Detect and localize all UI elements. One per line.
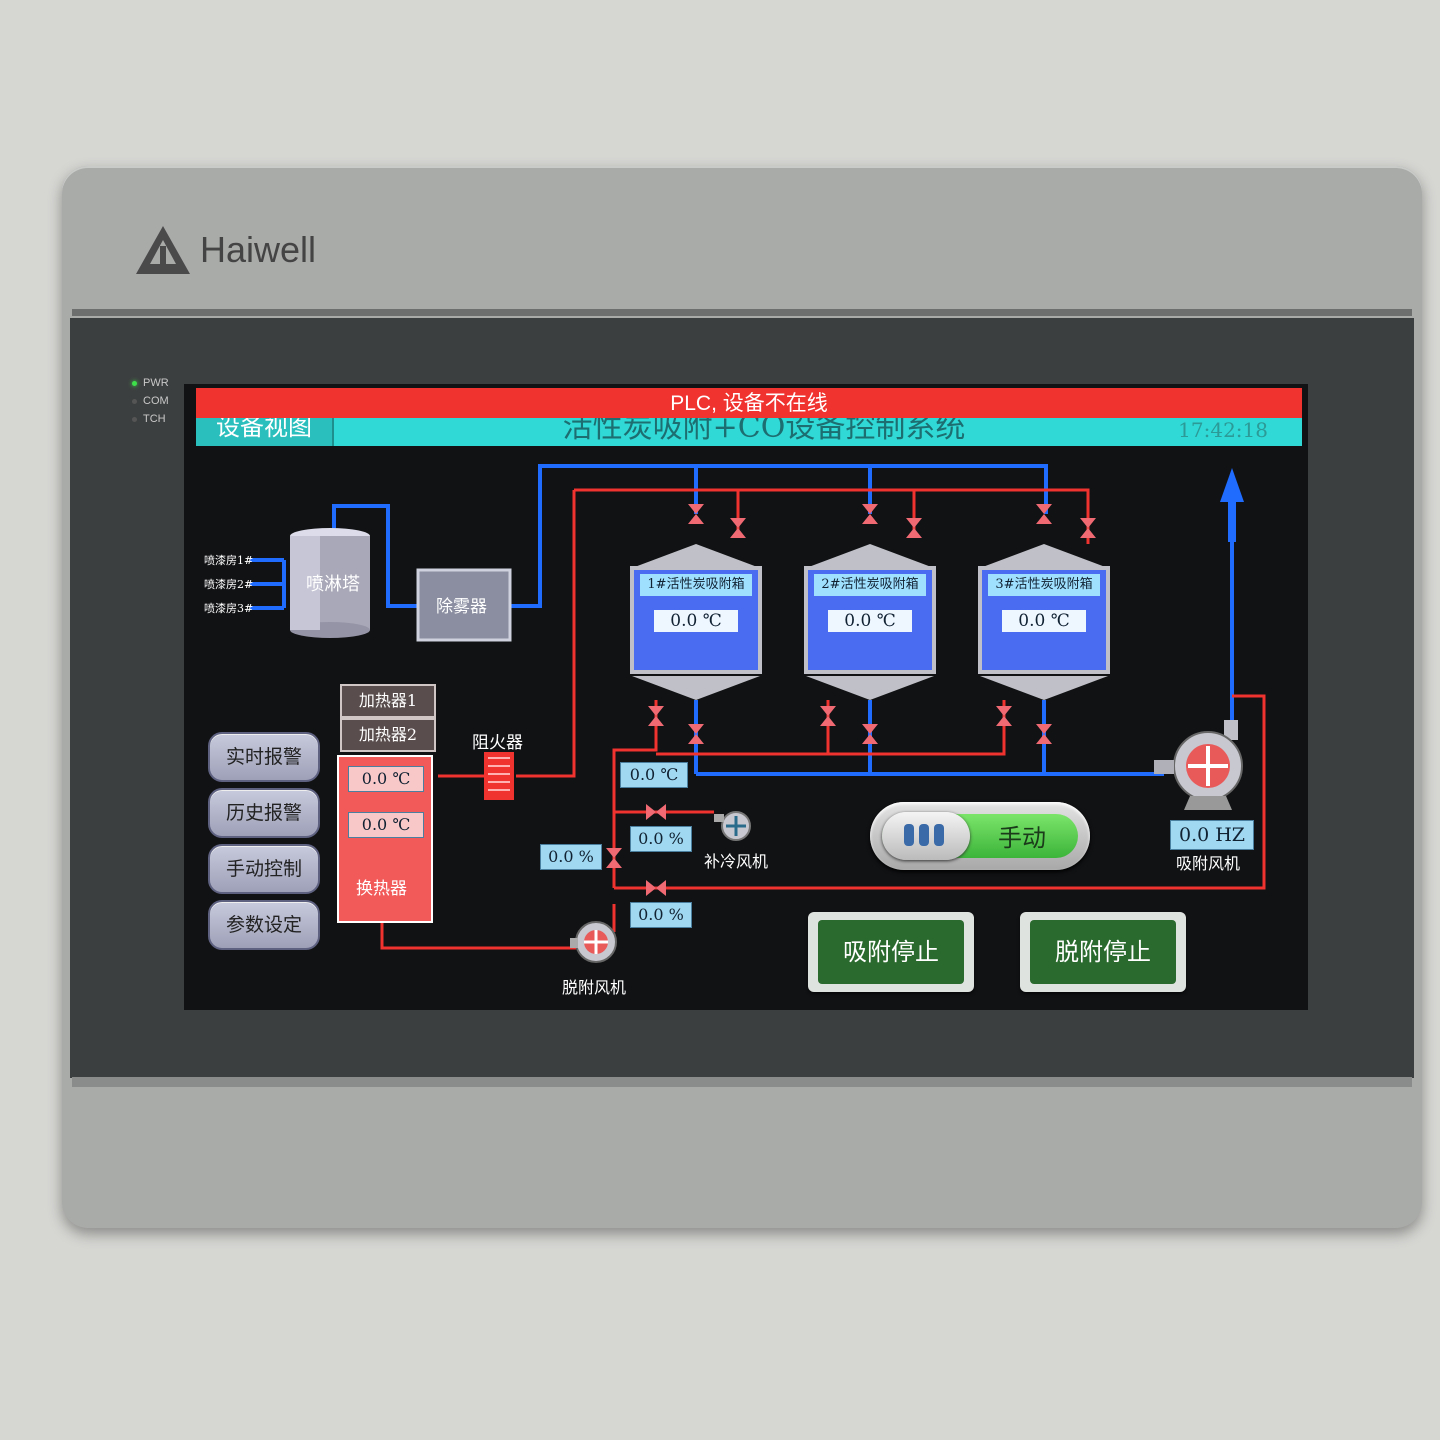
heater-2-button[interactable]: 加热器2 <box>340 718 436 752</box>
red-pipes <box>380 488 1266 950</box>
desorb-stop-label: 脱附停止 <box>1030 920 1176 984</box>
mode-toggle[interactable]: 手动 <box>870 802 1090 870</box>
brand: Haiwell <box>134 224 316 276</box>
source-label: 喷漆房2# <box>204 578 254 591</box>
history-alarm-button[interactable]: 历史报警 <box>208 788 320 838</box>
exhaust-arrow-icon <box>1220 468 1244 502</box>
alarm-banner: PLC, 设备不在线 <box>196 388 1302 418</box>
bezel-divider <box>72 1077 1412 1087</box>
cooling-fan-icon <box>714 811 751 841</box>
bezel-divider <box>72 309 1412 316</box>
brand-name: Haiwell <box>200 229 317 270</box>
demister-label: 除雾器 <box>436 597 487 617</box>
heater-1-button[interactable]: 加热器1 <box>340 684 436 718</box>
adsorb-fan-label: 吸附风机 <box>1176 854 1241 873</box>
heater-temp-2: 0.0 ℃ <box>348 812 424 838</box>
toggle-knob[interactable] <box>882 812 970 860</box>
haiwell-logo-icon <box>136 226 190 274</box>
param-settings-button[interactable]: 参数设定 <box>208 900 320 950</box>
adsorb-fan-icon <box>1154 720 1243 810</box>
led-label: PWR <box>143 377 169 389</box>
valve-open-pct: 0.0 % <box>540 844 602 870</box>
desorb-fan-icon <box>570 921 617 963</box>
realtime-alarm-button[interactable]: 实时报警 <box>208 732 320 782</box>
valve-open-pct: 0.0 % <box>630 902 692 928</box>
led-indicator-icon <box>132 398 137 404</box>
spray-tower-label: 喷淋塔 <box>306 574 360 595</box>
status-leds: PWR COM TCH <box>132 374 169 428</box>
adsorb-stop-button[interactable]: 吸附停止 <box>808 912 974 992</box>
tank-3-title: 3#活性炭吸附箱 <box>988 574 1100 596</box>
heat-exchanger-label: 换热器 <box>356 879 407 899</box>
flame-arrester-icon <box>484 752 514 800</box>
cooling-fan-label: 补冷风机 <box>704 852 769 871</box>
led-tch: TCH <box>132 410 169 428</box>
mode-label: 手动 <box>998 824 1046 852</box>
grip-icon <box>904 824 944 846</box>
adsorb-fan-frequency: 0.0 HZ <box>1170 820 1254 850</box>
hmi-screen: 设备视图 活性炭吸附+CO设备控制系统 17:42:18 PLC, 设备不在线 <box>184 384 1308 1010</box>
led-label: COM <box>143 395 169 407</box>
led-pwr: PWR <box>132 374 169 392</box>
led-com: COM <box>132 392 169 410</box>
demister-icon <box>416 568 512 642</box>
source-label: 喷漆房1# <box>204 554 254 567</box>
desorb-stop-button[interactable]: 脱附停止 <box>1020 912 1186 992</box>
tank-3-temp: 0.0 ℃ <box>1002 610 1086 632</box>
source-label: 喷漆房3# <box>204 602 254 615</box>
valve-open-pct: 0.0 % <box>630 826 692 852</box>
tank-1-temp: 0.0 ℃ <box>654 610 738 632</box>
valve-icons <box>606 504 1096 896</box>
spray-tower-icon <box>290 528 370 638</box>
manual-control-button[interactable]: 手动控制 <box>208 844 320 894</box>
led-indicator-icon <box>132 416 137 422</box>
flame-arrester-label: 阻火器 <box>472 733 523 753</box>
tank-2-title: 2#活性炭吸附箱 <box>814 574 926 596</box>
led-indicator-icon <box>132 380 137 386</box>
heater-temp-1: 0.0 ℃ <box>348 766 424 792</box>
clock: 17:42:18 <box>1178 418 1268 442</box>
desorb-temp-display: 0.0 ℃ <box>620 762 688 788</box>
process-diagram <box>250 464 1266 963</box>
desorb-fan-label: 脱附风机 <box>562 978 627 997</box>
tank-1-title: 1#活性炭吸附箱 <box>640 574 752 596</box>
tank-2-temp: 0.0 ℃ <box>828 610 912 632</box>
led-label: TCH <box>143 413 166 425</box>
adsorb-stop-label: 吸附停止 <box>818 920 964 984</box>
